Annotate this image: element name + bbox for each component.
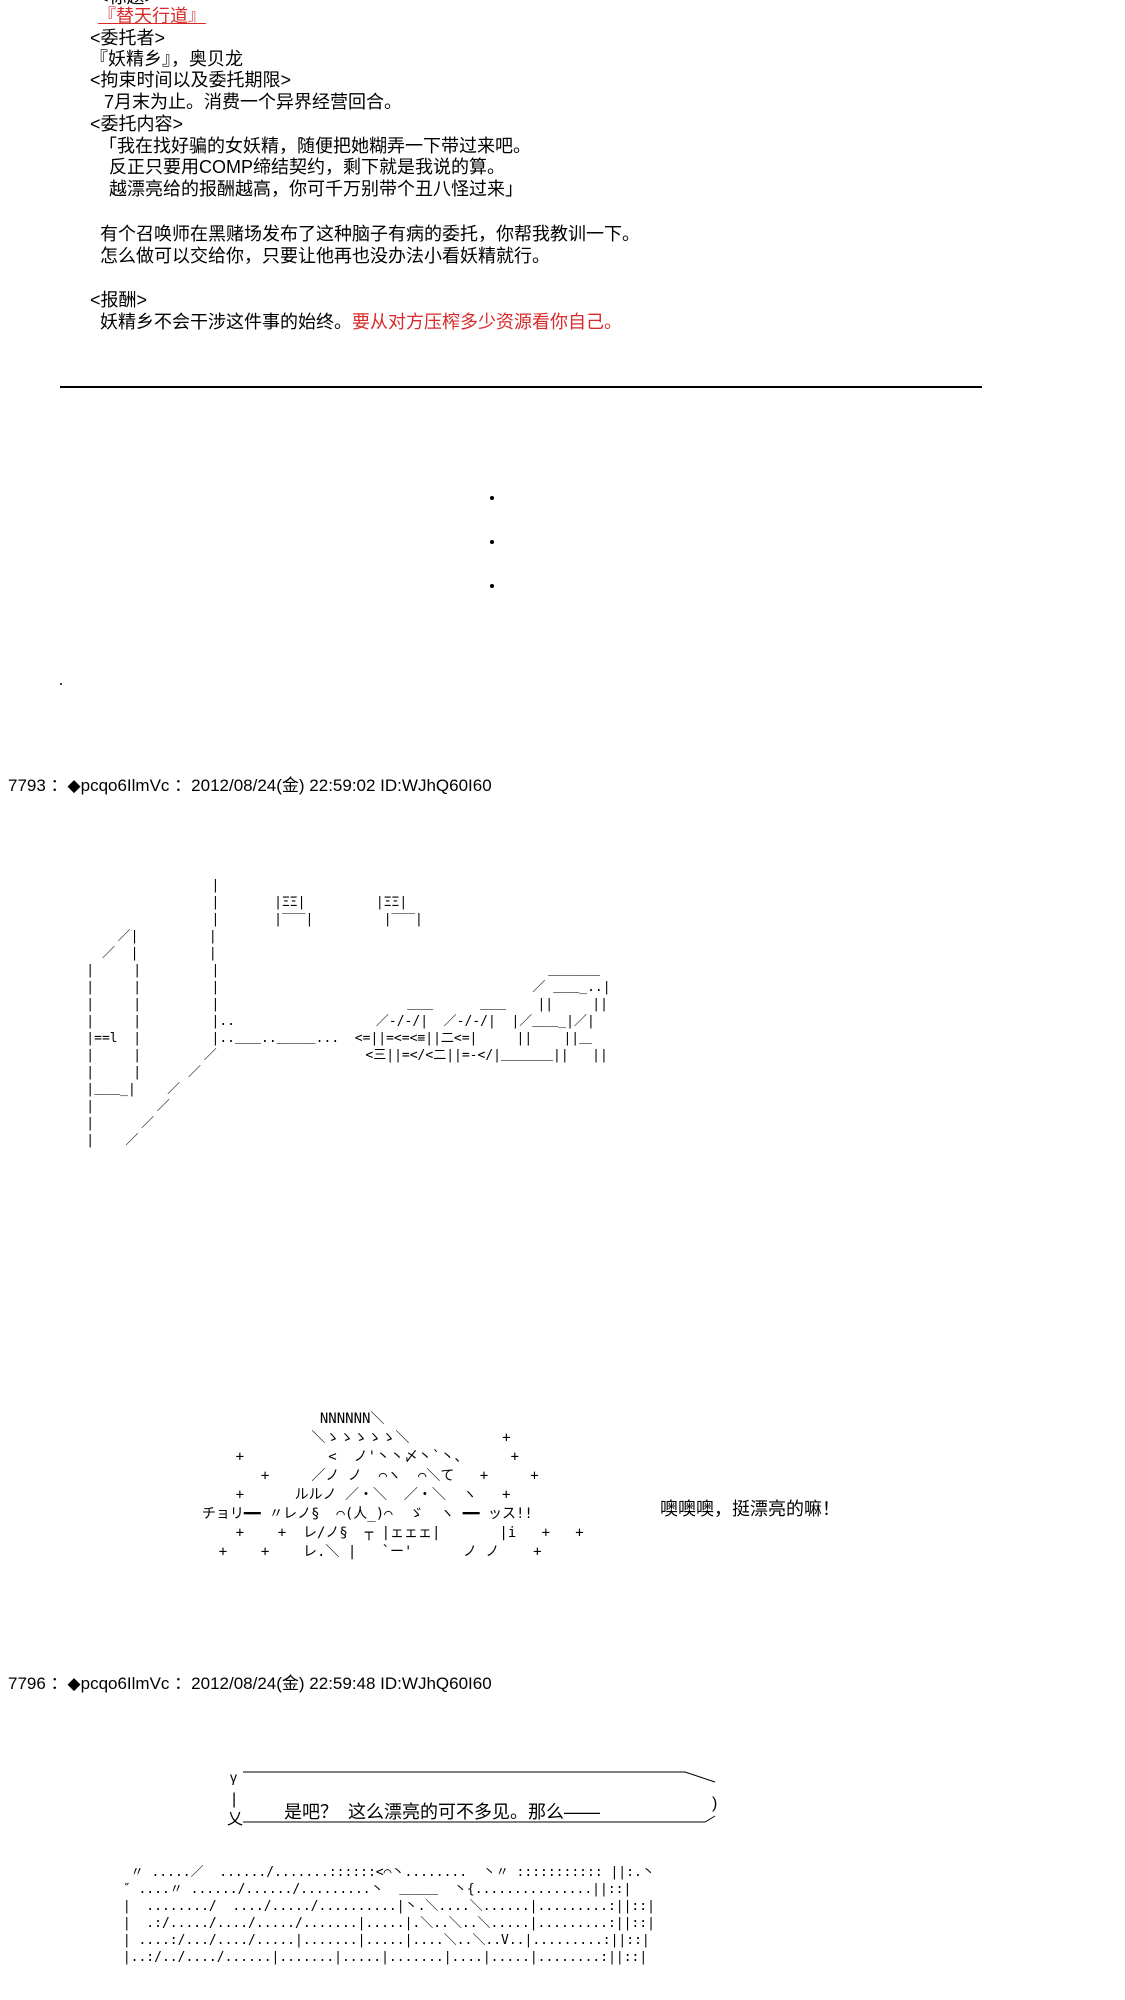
note-line: 有个召唤师在黑赌场发布了这种脑子有病的委托，你帮我教训一下。 — [100, 224, 640, 244]
client-label: <委托者> — [90, 28, 166, 48]
dialogue-line: 噢噢噢，挺漂亮的嘛！ — [660, 1499, 840, 1519]
bubble-text: 是吧？ 这么漂亮的可不多见。那么—— — [284, 1802, 601, 1822]
stray-dot — [60, 683, 62, 685]
client-value: 『妖精乡』，奥贝龙 — [90, 49, 243, 69]
content-line: 越漂亮给的报酬越高，你可千万别带个丑八怪过来」 — [99, 179, 523, 199]
post-header: 7793 ：◆pcqo6IlmVc ：2012/08/24(金) 22:59:0… — [8, 776, 492, 795]
lower-ascii-art: 〃 .....／ ....../.......::::::<⌒丶........… — [122, 1865, 655, 1965]
speech-bubble: γ | 乂 ) — [227, 1769, 717, 1828]
bubble-top-line — [243, 1771, 716, 1783]
ellipsis-dot — [490, 496, 494, 500]
bubble-left-bar: | — [232, 1791, 236, 1808]
bubble-left-tail: 乂 — [227, 1811, 243, 1828]
request-top-cut: <标题> — [98, 0, 155, 8]
reward-black: 妖精乡不会干涉这件事的始终。 — [100, 312, 352, 332]
bubble-bottom-line — [243, 1815, 716, 1823]
face-ascii-art: NNNNNN＼ ＼ゝゝゝゝゝ＼ + + < ノ'丶丶〆丶`丶、 + + ／ノ ノ… — [201, 1411, 584, 1560]
reward-label: <报酬> — [90, 290, 148, 310]
content-line: 「我在找好骗的女妖精，随便把她糊弄一下带过来吧。 — [99, 136, 531, 156]
room-ascii-art: | | |ΞΞ| |ΞΞ| | |‾‾‾| |‾‾‾| ／| | ／ | | |… — [86, 878, 611, 1148]
bubble-right-bar: ) — [712, 1795, 717, 1812]
section-divider — [60, 386, 982, 388]
reward-line: 妖精乡不会干涉这件事的始终。要从对方压榨多少资源看你自己。 — [100, 312, 622, 333]
reward-red: 要从对方压榨多少资源看你自己。 — [352, 312, 622, 332]
ellipsis-dot — [490, 540, 494, 544]
time-label: <拘束时间以及委托期限> — [90, 70, 292, 90]
note-line: 怎么做可以交给你，只要让他再也没办法小看妖精就行。 — [100, 246, 550, 266]
request-title: 『替天行道』 — [98, 6, 206, 26]
ellipsis-dot — [490, 584, 494, 588]
content-line: 反正只要用COMP缔结契约，剩下就是我说的算。 — [99, 157, 505, 177]
bubble-left-mark: γ — [230, 1769, 237, 1785]
content-label: <委托内容> — [90, 114, 184, 134]
post-header: 7796 ：◆pcqo6IlmVc ：2012/08/24(金) 22:59:4… — [8, 1674, 492, 1693]
time-value: 7月末为止。消费一个异界经营回合。 — [104, 92, 403, 112]
